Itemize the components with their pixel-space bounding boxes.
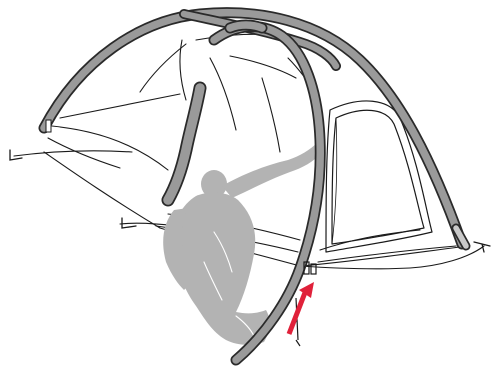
main-pole-rear (44, 13, 462, 244)
side-window-panel (326, 101, 432, 252)
person-raised-arm (222, 142, 324, 198)
pole-sleeve-left (168, 88, 200, 200)
person-silhouette (163, 142, 324, 345)
pole-hook-left (46, 120, 51, 132)
pole-clip-top (230, 25, 262, 28)
